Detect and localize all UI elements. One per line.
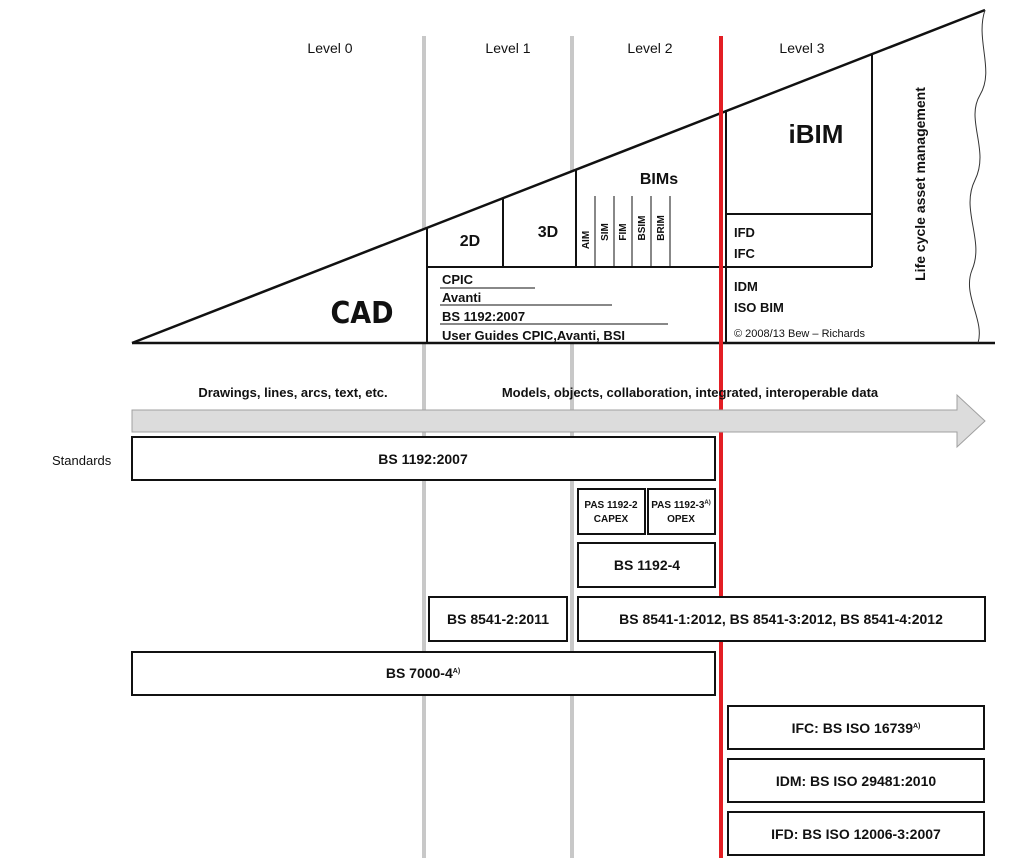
level1-item-bs1192: BS 1192:2007 bbox=[442, 309, 525, 324]
bim-variant-sim: SIM bbox=[600, 223, 611, 241]
bs-8541-multi-label: BS 8541-1:2012, BS 8541-3:2012, BS 8541-… bbox=[619, 611, 943, 627]
bs-7000-4-text: BS 7000-4 bbox=[386, 665, 453, 681]
ifc-iso-label: IFC: BS ISO 16739A) bbox=[792, 720, 921, 736]
bim-variant-bsim: BSIM bbox=[637, 216, 648, 241]
pas-1192-3-text: PAS 1192-3 bbox=[651, 500, 705, 511]
pas-1192-3-box: PAS 1192-3A) OPEX bbox=[647, 488, 716, 535]
bs-8541-2-box: BS 8541-2:2011 bbox=[428, 596, 568, 642]
bim-variant-labels: AIM SIM FIM BSIM BRIM bbox=[581, 215, 667, 249]
ifc-iso-box: IFC: BS ISO 16739A) bbox=[727, 705, 985, 750]
bs-7000-4-box: BS 7000-4A) bbox=[131, 651, 716, 696]
bim-variant-separators bbox=[594, 196, 671, 267]
bs-8541-2-label: BS 8541-2:2011 bbox=[447, 611, 549, 627]
level-1-label: Level 1 bbox=[485, 40, 530, 56]
arrow-left-text: Drawings, lines, arcs, text, etc. bbox=[198, 385, 387, 400]
bs-1192-label: BS 1192:2007 bbox=[378, 451, 468, 467]
level1-item-user-guides: User Guides CPIC,Avanti, BSI bbox=[442, 328, 625, 343]
3d-label: 3D bbox=[538, 224, 558, 241]
ifc-iso-text: IFC: BS ISO 16739 bbox=[792, 720, 914, 736]
pas-1192-3-sup: A) bbox=[704, 500, 710, 506]
level-2-label: Level 2 bbox=[627, 40, 672, 56]
iso-bim-label: ISO BIM bbox=[734, 300, 784, 315]
ifd-label: IFD bbox=[734, 225, 755, 240]
copyright-label: © 2008/13 Bew – Richards bbox=[734, 328, 866, 340]
pas-1192-3-line2: OPEX bbox=[667, 514, 695, 525]
level-3-label: Level 3 bbox=[779, 40, 824, 56]
pas-1192-2-line1: PAS 1192-2 bbox=[584, 500, 638, 511]
bims-label: BIMs bbox=[640, 171, 678, 188]
bim-variant-brim: BRIM bbox=[656, 215, 667, 241]
bs-1192-4-box: BS 1192-4 bbox=[577, 542, 716, 588]
bs-7000-4-label: BS 7000-4A) bbox=[386, 665, 460, 681]
ifd-iso-label: IFD: BS ISO 12006-3:2007 bbox=[771, 826, 941, 842]
bs-8541-multi-box: BS 8541-1:2012, BS 8541-3:2012, BS 8541-… bbox=[577, 596, 986, 642]
pas-1192-2-line2: CAPEX bbox=[594, 514, 629, 525]
pas-1192-2-box: PAS 1192-2 CAPEX bbox=[577, 488, 646, 535]
idm-iso-box: IDM: BS ISO 29481:2010 bbox=[727, 758, 985, 803]
bim-variant-aim: AIM bbox=[581, 231, 592, 249]
lifecycle-label: Life cycle asset management bbox=[912, 87, 928, 281]
wedge-torn-edge bbox=[968, 9, 987, 344]
arrow-right-text: Models, objects, collaboration, integrat… bbox=[502, 385, 879, 400]
idm-label: IDM bbox=[734, 279, 758, 294]
bim-variant-fim: FIM bbox=[618, 223, 629, 240]
level1-item-cpic: CPIC bbox=[442, 272, 474, 287]
progress-arrow bbox=[131, 393, 986, 449]
bs-1192-box: BS 1192:2007 bbox=[131, 436, 716, 481]
level1-item-avanti: Avanti bbox=[442, 290, 481, 305]
idm-iso-label: IDM: BS ISO 29481:2010 bbox=[776, 773, 937, 789]
ifc-label: IFC bbox=[734, 246, 756, 261]
wedge-hypotenuse bbox=[131, 8, 986, 345]
pas-1192-3-line1: PAS 1192-3A) bbox=[651, 500, 711, 511]
bs-7000-4-sup: A) bbox=[453, 668, 460, 675]
ibim-label: iBIM bbox=[789, 119, 844, 149]
ifc-iso-sup: A) bbox=[913, 723, 920, 730]
2d-label: 2D bbox=[460, 233, 480, 250]
bs-1192-4-label: BS 1192-4 bbox=[614, 557, 680, 573]
cad-label: CAD bbox=[330, 296, 393, 331]
level1-list-underlines bbox=[440, 287, 668, 325]
ifd-iso-box: IFD: BS ISO 12006-3:2007 bbox=[727, 811, 985, 856]
level-0-label: Level 0 bbox=[307, 40, 352, 56]
standards-label: Standards bbox=[52, 453, 112, 468]
